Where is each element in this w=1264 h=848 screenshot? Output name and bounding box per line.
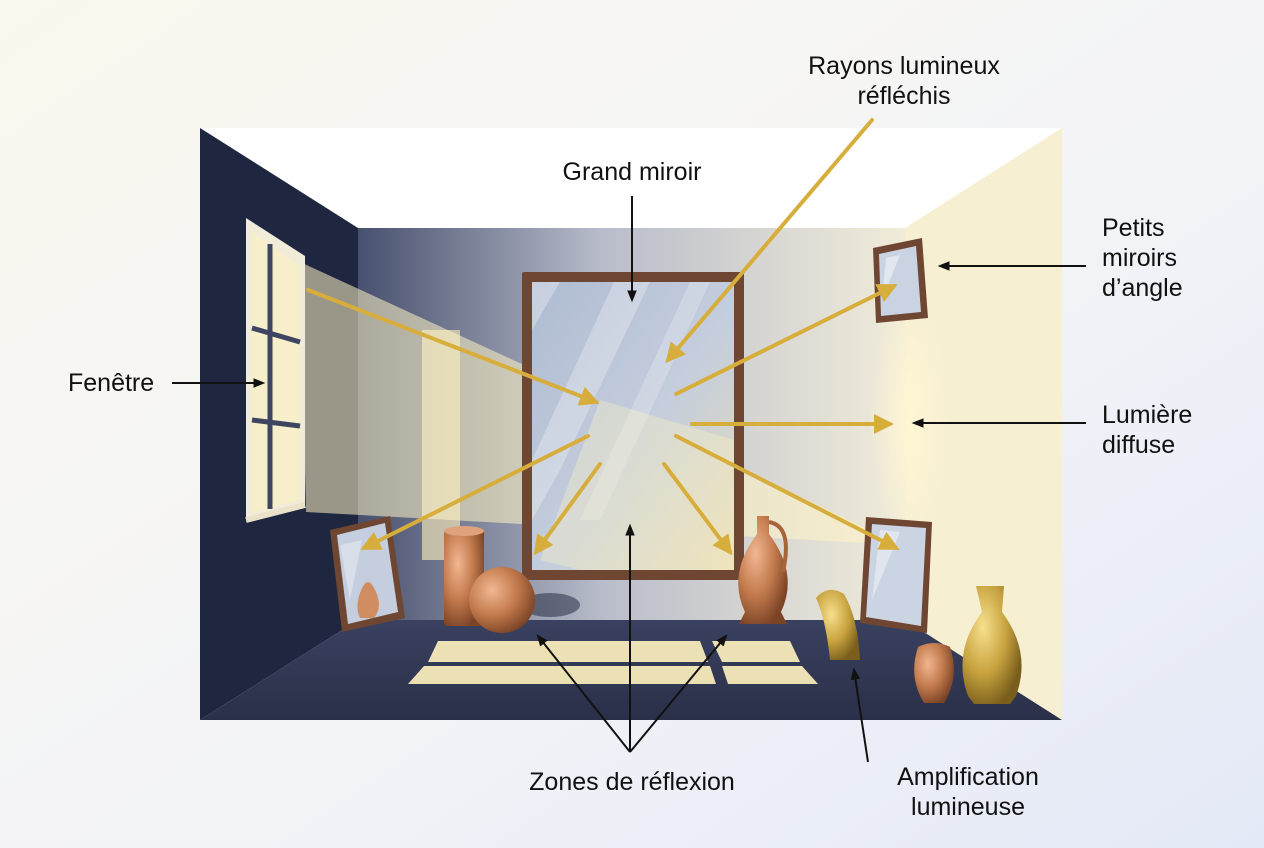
label-zones: Zones de réflexion bbox=[529, 768, 735, 796]
zones-pointer-left bbox=[536, 634, 631, 753]
label-diffuse-line2: diffuse bbox=[1102, 431, 1175, 459]
copper-pitcher bbox=[738, 516, 788, 624]
small-mirror-top bbox=[873, 238, 928, 323]
label-rays-line2: réfléchis bbox=[857, 82, 950, 110]
brass-tall-vase bbox=[962, 586, 1022, 704]
light-rays bbox=[306, 118, 900, 556]
label-rays-line1: Rayons lumineux bbox=[808, 52, 1000, 80]
label-amplification-line2: lumineuse bbox=[911, 793, 1025, 821]
diffuse-glow bbox=[870, 280, 950, 560]
callout-arrows bbox=[172, 196, 1086, 763]
copper-small-vase bbox=[914, 643, 954, 703]
label-small-mirrors-line2: miroirs bbox=[1102, 244, 1177, 272]
label-diffuse-line1: Lumière bbox=[1102, 401, 1192, 429]
label-amplification-line1: Amplification bbox=[897, 763, 1039, 791]
label-small-mirrors-line3: d’angle bbox=[1102, 274, 1183, 302]
label-window: Fenêtre bbox=[68, 369, 154, 397]
copper-sphere bbox=[469, 567, 535, 633]
label-small-mirrors-line1: Petits bbox=[1102, 214, 1165, 242]
decor-objects bbox=[444, 516, 1022, 704]
window bbox=[245, 218, 306, 523]
brass-figure bbox=[816, 589, 860, 660]
label-big-mirror: Grand miroir bbox=[563, 158, 702, 186]
amplification-pointer bbox=[850, 667, 869, 763]
zones-pointer-right bbox=[629, 634, 728, 753]
